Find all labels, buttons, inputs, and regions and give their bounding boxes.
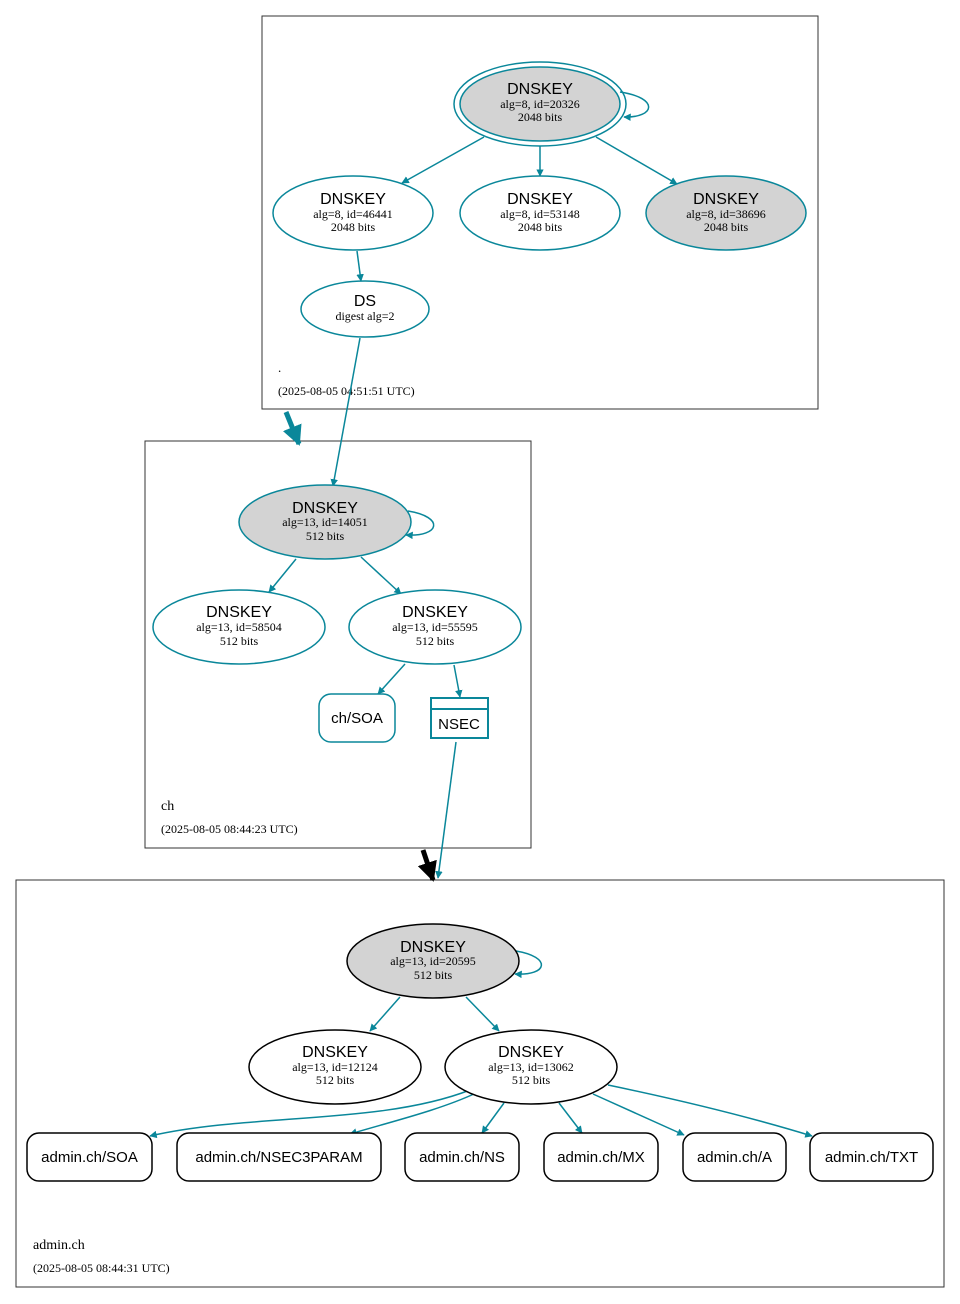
node-label: admin.ch/A	[697, 1149, 772, 1166]
node-line2: 2048 bits	[518, 110, 563, 124]
zone-ch-timestamp: (2025-08-05 08:44:23 UTC)	[161, 822, 298, 836]
node-ch-nsec: NSEC	[430, 697, 489, 739]
node-title: DNSKEY	[302, 1044, 368, 1061]
edge-admin-ksk-self	[514, 950, 543, 979]
node-line1: digest alg=2	[335, 309, 394, 323]
node-admin-txt: admin.ch/TXT	[809, 1132, 934, 1182]
edge-admin-zsk2-soa	[149, 1089, 471, 1139]
node-ch-zsk1: DNSKEY alg=13, id=58504 512 bits	[152, 589, 326, 665]
node-admin-zsk2: DNSKEY alg=13, id=13062 512 bits	[444, 1029, 618, 1105]
node-label: admin.ch/MX	[557, 1149, 645, 1166]
node-line1: alg=13, id=12124	[292, 1060, 378, 1074]
node-admin-mx: admin.ch/MX	[543, 1132, 659, 1182]
edge-admin-ksk-zsk1	[369, 996, 401, 1032]
node-title: DNSKEY	[693, 191, 759, 208]
node-title: DNSKEY	[507, 191, 573, 208]
node-title: DS	[354, 293, 376, 310]
node-admin-zsk1: DNSKEY alg=13, id=12124 512 bits	[248, 1029, 422, 1105]
node-line1: alg=13, id=55595	[392, 620, 478, 634]
node-title: DNSKEY	[402, 604, 468, 621]
node-line1: alg=8, id=38696	[686, 207, 766, 221]
node-line2: 2048 bits	[331, 220, 376, 234]
node-line2: 2048 bits	[704, 220, 749, 234]
node-root-zsk2: DNSKEY alg=8, id=53148 2048 bits	[459, 175, 621, 251]
node-admin-ns: admin.ch/NS	[404, 1132, 520, 1182]
edge-admin-zsk2-a	[592, 1093, 685, 1136]
node-line1: alg=8, id=53148	[500, 207, 580, 221]
zone-root: . (2025-08-05 04:51:51 UTC)	[261, 15, 819, 410]
node-line2: 512 bits	[414, 968, 453, 982]
node-root-ds: DS digest alg=2	[300, 280, 430, 338]
node-label: admin.ch/NSEC3PARAM	[195, 1149, 362, 1166]
edge-ch-ksk-zsk2	[360, 556, 402, 595]
node-line2: 2048 bits	[518, 220, 563, 234]
edge-delegation-root-ch	[282, 411, 302, 446]
node-admin-soa: admin.ch/SOA	[26, 1132, 153, 1182]
node-title: DNSKEY	[320, 191, 386, 208]
node-title: DNSKEY	[206, 604, 272, 621]
node-title: DNSKEY	[498, 1044, 564, 1061]
node-line1: alg=13, id=20595	[390, 954, 476, 968]
edge-root-ksk-self	[619, 91, 650, 121]
node-title: DNSKEY	[507, 81, 573, 98]
node-ch-soa: ch/SOA	[318, 693, 396, 743]
node-line1: alg=8, id=20326	[500, 97, 580, 111]
node-ch-ksk: DNSKEY alg=13, id=14051 512 bits	[238, 484, 412, 560]
node-root-zsk1: DNSKEY alg=8, id=46441 2048 bits	[272, 175, 434, 251]
node-admin-nsec3param: admin.ch/NSEC3PARAM	[176, 1132, 382, 1182]
edge-ch-zsk2-nsec	[453, 664, 463, 698]
node-line2: 512 bits	[316, 1073, 355, 1087]
edge-admin-zsk2-txt	[607, 1084, 813, 1138]
node-line1: alg=13, id=13062	[488, 1060, 574, 1074]
node-root-zsk3: DNSKEY alg=8, id=38696 2048 bits	[645, 175, 807, 251]
node-line1: alg=8, id=46441	[313, 207, 393, 221]
node-root-ksk: DNSKEY alg=8, id=20326 2048 bits	[453, 61, 627, 147]
node-title: DNSKEY	[400, 939, 466, 956]
zone-root-timestamp: (2025-08-05 04:51:51 UTC)	[278, 384, 415, 398]
edge-root-ksk-zsk1	[401, 136, 485, 184]
node-line2: 512 bits	[220, 634, 259, 648]
node-label: admin.ch/SOA	[41, 1149, 138, 1166]
edges	[149, 91, 813, 1139]
node-line1: alg=13, id=58504	[196, 620, 282, 634]
node-label: admin.ch/NS	[419, 1149, 505, 1166]
node-admin-a: admin.ch/A	[682, 1132, 787, 1182]
zone-ch-name: ch	[161, 799, 174, 814]
node-title: DNSKEY	[292, 500, 358, 517]
zone-ch: ch (2025-08-05 08:44:23 UTC)	[144, 440, 532, 849]
edge-root-ds-ch-ksk	[330, 337, 361, 487]
edge-ch-ksk-self	[405, 510, 435, 540]
edge-delegation-ch-admin	[417, 849, 437, 882]
edge-admin-ksk-zsk2	[465, 996, 500, 1032]
zone-admin-name: admin.ch	[33, 1238, 85, 1253]
node-label: admin.ch/TXT	[825, 1149, 918, 1166]
node-line2: 512 bits	[512, 1073, 551, 1087]
node-line2: 512 bits	[416, 634, 455, 648]
node-admin-ksk: DNSKEY alg=13, id=20595 512 bits	[346, 923, 520, 999]
edge-admin-zsk2-nsec3param	[349, 1092, 477, 1136]
edge-ch-zsk2-soa	[377, 663, 406, 695]
zone-root-name: .	[278, 360, 281, 375]
node-line1: alg=13, id=14051	[282, 515, 368, 529]
edge-root-zsk1-ds	[356, 250, 364, 282]
edge-admin-zsk2-mx	[558, 1102, 583, 1134]
zone-admin: admin.ch (2025-08-05 08:44:31 UTC)	[15, 879, 945, 1288]
node-label: ch/SOA	[331, 710, 383, 727]
edge-admin-zsk2-ns	[481, 1102, 505, 1134]
node-line2: 512 bits	[306, 529, 345, 543]
edge-ch-nsec-admin	[435, 741, 457, 879]
node-label: NSEC	[438, 716, 480, 733]
node-ch-zsk2: DNSKEY alg=13, id=55595 512 bits	[348, 589, 522, 665]
edge-root-ksk-zsk3	[595, 136, 678, 185]
edge-ch-ksk-zsk1	[268, 558, 297, 593]
zone-admin-timestamp: (2025-08-05 08:44:31 UTC)	[33, 1261, 170, 1275]
